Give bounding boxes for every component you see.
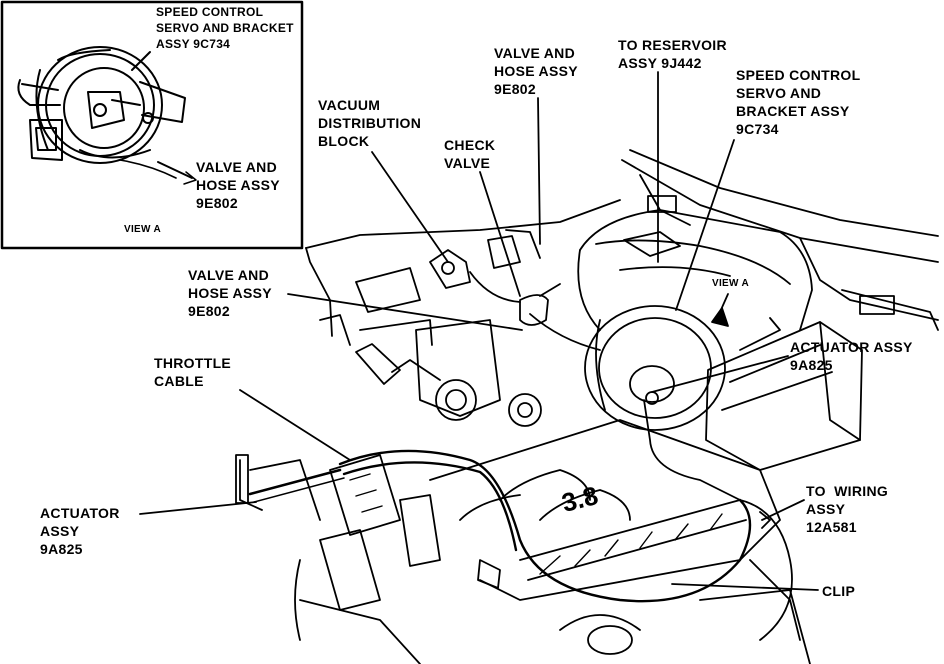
inset-view-a [0, 0, 304, 250]
inset-arrowhead [183, 171, 197, 185]
label-valve-hose-left: VALVE AND HOSE ASSY 9E802 [188, 267, 272, 319]
label-servo-right: SPEED CONTROL SERVO AND BRACKET ASSY 9C7… [736, 67, 861, 137]
label-actuator-right: ACTUATOR ASSY 9A825 [790, 339, 913, 373]
inset-view-label: VIEW A [124, 224, 161, 235]
leader-actuator-right [651, 355, 789, 393]
label-check-valve: CHECK VALVE [444, 137, 496, 171]
engine-bay-drawing: 3.8 [235, 149, 939, 664]
inset-leader-servo [131, 51, 151, 71]
leader-wiring [761, 499, 805, 521]
leader-clip [671, 583, 819, 591]
inset-valve-hose-label: VALVE AND HOSE ASSY 9E802 [196, 159, 280, 211]
inset-leader-valve [157, 161, 193, 179]
leader-valve-hose-top [537, 97, 541, 245]
inset-frame [0, 0, 304, 250]
leader-valve-hose-left [287, 293, 523, 331]
engine-label-3-8: 3.8 [559, 480, 601, 518]
leader-lines [139, 71, 819, 591]
label-actuator-left: ACTUATOR ASSY 9A825 [40, 505, 120, 557]
label-reservoir: TO RESERVOIR ASSY 9J442 [618, 37, 727, 71]
inset-servo-label: SPEED CONTROL SERVO AND BRACKET ASSY 9C7… [156, 5, 294, 51]
leader-actuator-left [139, 501, 257, 515]
label-wiring: TO WIRING ASSY 12A581 [806, 483, 889, 535]
label-vacuum-block: VACUUM DISTRIBUTION BLOCK [318, 97, 422, 149]
label-clip: CLIP [822, 583, 856, 599]
label-view-a: VIEW A [712, 278, 749, 289]
leader-throttle-cable [239, 389, 351, 461]
inset-servo-drawing [17, 46, 186, 179]
label-throttle-cable: THROTTLE CABLE [154, 355, 232, 389]
leader-servo-right [675, 139, 735, 311]
leader-check-valve [479, 171, 521, 297]
label-valve-hose-top: VALVE AND HOSE ASSY 9E802 [494, 45, 578, 97]
view-a-arrowhead [711, 307, 729, 327]
leader-vacuum-block [371, 151, 449, 263]
